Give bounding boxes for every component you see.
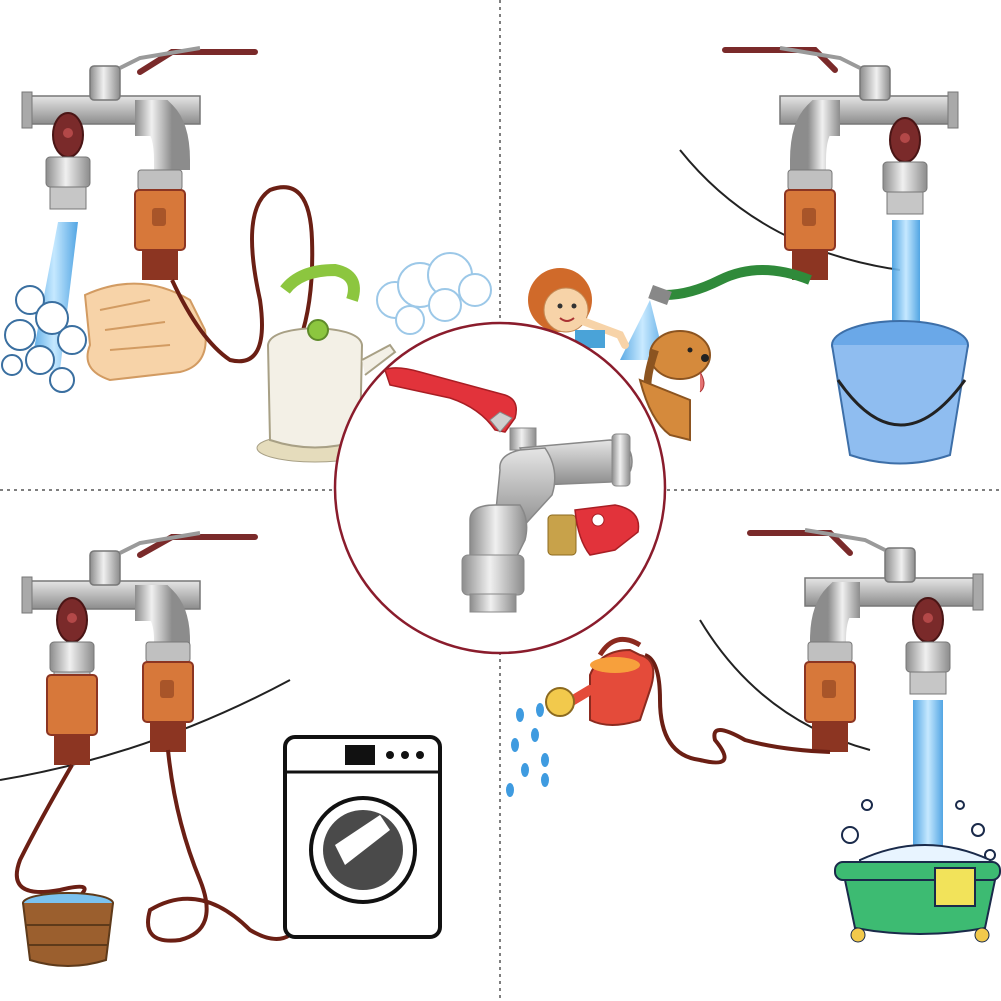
orange-connector xyxy=(134,169,186,281)
product-thread xyxy=(611,433,631,487)
bath-basin-icon xyxy=(834,844,1001,943)
watering-can-icon xyxy=(545,636,655,726)
center-product-photo xyxy=(333,321,667,655)
hose-bl-2 xyxy=(146,749,292,943)
hose-icon xyxy=(170,185,315,364)
child-icon xyxy=(528,268,629,349)
hose-bl-1 xyxy=(14,763,87,902)
dog-icon xyxy=(638,330,711,442)
green-hose xyxy=(664,265,812,300)
quadrant-bottom-left xyxy=(0,531,442,967)
product-red-valve xyxy=(574,504,640,556)
quadrant-bottom-right xyxy=(506,528,1001,943)
orange-connector-bl xyxy=(142,641,194,753)
product-lever-handle xyxy=(384,367,517,433)
wooden-tub-icon xyxy=(22,892,114,967)
ground-curve xyxy=(679,149,901,271)
quadrant-top-right xyxy=(528,46,969,465)
hose-br xyxy=(644,653,831,765)
washing-machine-icon xyxy=(283,735,442,939)
ground-curve-bl xyxy=(0,679,291,781)
orange-connector-br xyxy=(804,641,856,753)
hands-icon xyxy=(83,282,207,382)
water-stream xyxy=(30,222,78,370)
bucket-icon xyxy=(831,320,969,465)
water-droplets xyxy=(506,703,549,797)
orange-connector-right xyxy=(784,169,836,281)
product-hose-connector xyxy=(461,554,525,596)
water-stream-br xyxy=(913,700,943,850)
soap-bubbles xyxy=(1,285,87,393)
orange-connector-bl-2 xyxy=(46,674,98,765)
lever-handle-right xyxy=(722,47,838,73)
steam-cloud xyxy=(376,252,492,335)
product-brass-outlet xyxy=(547,514,577,556)
bubbles-br xyxy=(841,799,996,861)
